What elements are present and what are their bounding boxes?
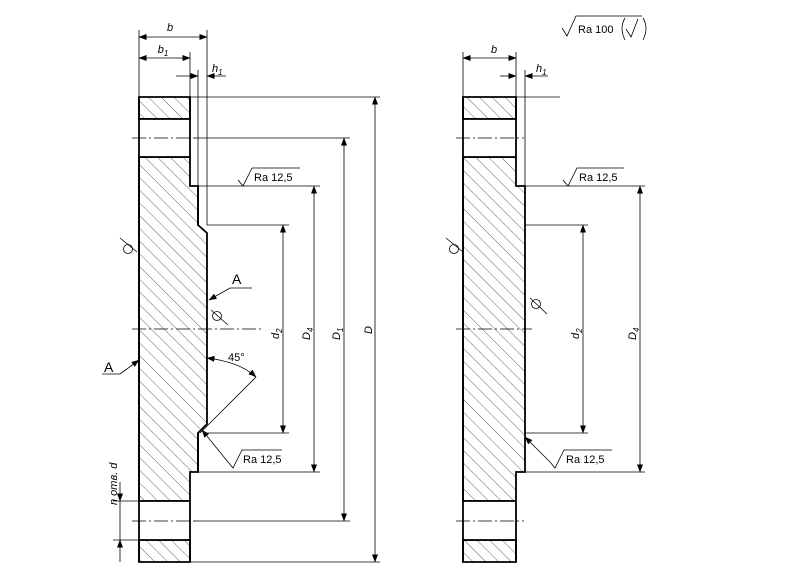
roughness-check-icon [625,18,639,38]
angle-label: 45° [228,352,245,364]
dim-b-label: b [167,22,173,34]
roughness-symbol-right-top [562,167,624,187]
dim-D-label: D [363,326,375,334]
dim-D1-label: D1 [331,328,345,340]
general-roughness-label: Ra 100 [578,24,613,36]
right-flange-section [462,96,526,563]
dim-d2-label: d2 [270,328,284,339]
section-mark-left: A [104,359,114,375]
left-flange-section [138,96,208,563]
dim-h1-label: h1 [212,63,223,77]
surface-symbol-left-outer [119,237,138,254]
general-roughness-note: Ra 100 [561,15,647,41]
dim-h1-right-label: h1 [536,63,547,77]
left-flange-view [102,30,380,563]
roughness-label-right-bottom: Ra 12,5 [566,454,605,466]
roughness-label-bottom: Ra 12,5 [243,454,282,466]
dim-D4-label: D4 [301,327,315,340]
dim-b1-label: b1 [158,44,169,58]
right-flange-view [445,52,645,563]
surface-symbol-right-bore [529,297,548,315]
angle-arc [206,355,257,378]
dim-d2-right-label: d2 [570,328,584,339]
roughness-label-right-top: Ra 12,5 [579,172,618,184]
surface-symbol-right-outer [445,237,464,254]
dim-D4-right-label: D4 [627,327,641,340]
holes-label: n отв. d [108,462,120,505]
section-mark-bore: A [232,271,242,287]
roughness-symbol-bottom [201,429,282,469]
roughness-symbol-top [237,167,300,187]
roughness-symbol-right-bottom [524,436,612,469]
roughness-label-top: Ra 12,5 [254,172,293,184]
dim-b-right-label: b [491,44,497,56]
surface-symbol-left-bore [210,309,229,326]
